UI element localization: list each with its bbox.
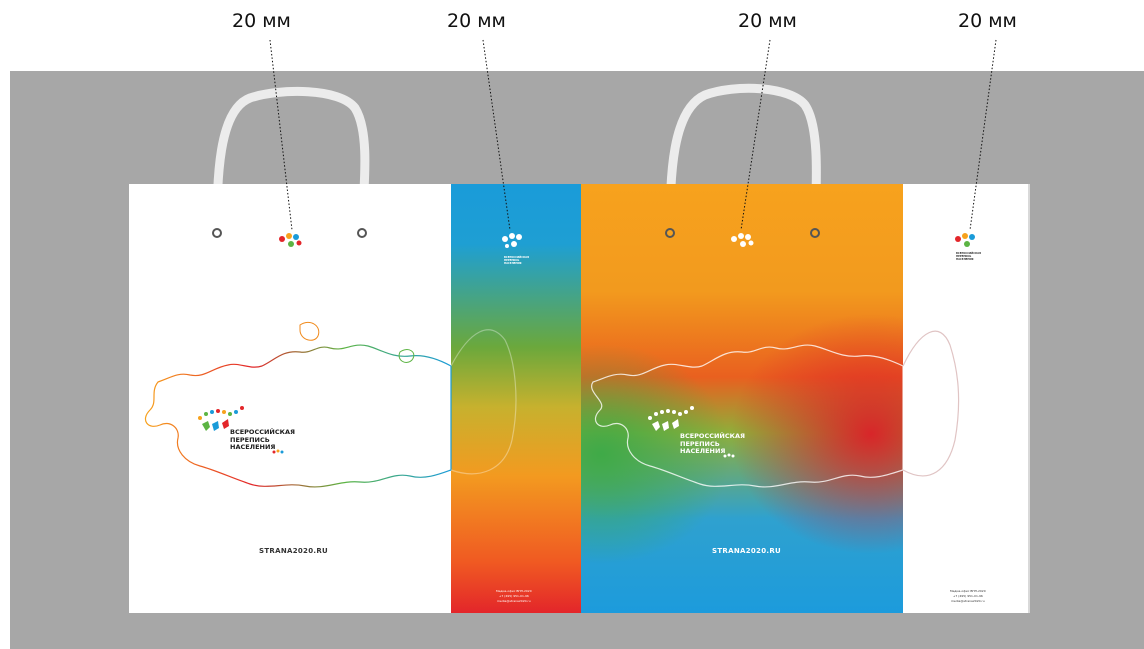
front-top-logo-icon xyxy=(279,233,302,247)
front-site-url: STRANA2020.RU xyxy=(259,547,329,555)
front-logo-title: ВСЕРОССИЙСКАЯ ПЕРЕПИСЬ НАСЕЛЕНИЯ xyxy=(230,428,295,452)
bag-left-gusset: ВСЕРОССИЙСКАЯ ПЕРЕПИСЬ НАСЕЛЕНИЯ Медиа-о… xyxy=(451,184,581,613)
front-map-detail xyxy=(299,321,320,341)
front-handle xyxy=(212,87,370,238)
right-contact-line-2: +7 (495) 951-01-96 xyxy=(952,594,983,598)
back-site-url: STRANA2020.RU xyxy=(712,547,782,555)
back-title-line-1: ВСЕРОССИЙСКАЯ xyxy=(680,432,745,440)
front-census-logo-icon xyxy=(198,406,284,454)
dimension-label-3: 20 мм xyxy=(738,10,797,32)
right-caption-line-1: ВСЕРОССИЙСКАЯ xyxy=(956,252,981,255)
bag-back-panel: ВСЕРОССИЙСКАЯ ПЕРЕПИСЬ НАСЕЛЕНИЯ STRANA2… xyxy=(581,184,903,613)
front-grommet-right xyxy=(357,228,367,238)
back-logo-title: ВСЕРОССИЙСКАЯ ПЕРЕПИСЬ НАСЕЛЕНИЯ xyxy=(680,432,745,456)
left-caption-line-1: ВСЕРОССИЙСКАЯ xyxy=(504,256,529,259)
dimension-leader-lines xyxy=(269,39,997,231)
right-caption-line-3: НАСЕЛЕНИЯ xyxy=(956,258,974,262)
back-census-logo-icon xyxy=(648,406,735,458)
left-gusset-top-logo-icon xyxy=(502,233,522,248)
left-contact-line-2: +7 (495) 951-01-96 xyxy=(498,594,529,598)
left-gusset-mini-caption: ВСЕРОССИЙСКАЯ ПЕРЕПИСЬ НАСЕЛЕНИЯ xyxy=(504,256,529,266)
back-map-outline xyxy=(591,344,904,488)
left-contact-line-3: media@strana2020.ru xyxy=(497,599,531,603)
right-gusset-top-logo-icon xyxy=(955,233,975,247)
left-caption-line-2: ПЕРЕПИСЬ xyxy=(504,259,520,263)
front-map-outline xyxy=(145,344,452,488)
back-grommet-right xyxy=(810,228,820,238)
dimension-label-2: 20 мм xyxy=(447,10,506,32)
right-contact-line-3: media@strana2020.ru xyxy=(951,599,985,603)
dimension-label-1: 20 мм xyxy=(232,10,291,32)
right-caption-line-2: ПЕРЕПИСЬ xyxy=(956,255,972,259)
back-title-line-3: НАСЕЛЕНИЯ xyxy=(680,447,726,455)
bag-front-panel: ВСЕРОССИЙСКАЯ ПЕРЕПИСЬ НАСЕЛЕНИЯ STRANA2… xyxy=(129,184,451,613)
front-title-line-3: НАСЕЛЕНИЯ xyxy=(230,443,276,451)
left-gusset-contacts: Медиа-офис ВПН-2020 +7 (495) 951-01-96 m… xyxy=(496,589,532,604)
dimension-label-4: 20 мм xyxy=(958,10,1017,32)
back-title-line-2: ПЕРЕПИСЬ xyxy=(680,439,720,448)
left-gusset-map xyxy=(450,329,517,475)
front-grommet-left xyxy=(212,228,222,238)
bag-right-gusset: ВСЕРОССИЙСКАЯ ПЕРЕПИСЬ НАСЕЛЕНИЯ Медиа-о… xyxy=(903,184,1030,613)
left-contact-line-1: Медиа-офис ВПН-2020 xyxy=(496,589,532,593)
right-gusset-map xyxy=(902,330,960,477)
right-contact-line-1: Медиа-офис ВПН-2020 xyxy=(950,589,986,593)
back-handle xyxy=(665,83,821,238)
left-caption-line-3: НАСЕЛЕНИЯ xyxy=(504,262,522,266)
front-title-line-1: ВСЕРОССИЙСКАЯ xyxy=(230,428,295,436)
front-title-line-2: ПЕРЕПИСЬ xyxy=(230,435,270,444)
front-map-detail-2 xyxy=(398,349,415,363)
right-gusset-contacts: Медиа-офис ВПН-2020 +7 (495) 951-01-96 m… xyxy=(950,589,986,604)
back-grommet-left xyxy=(665,228,675,238)
right-gusset-mini-caption: ВСЕРОССИЙСКАЯ ПЕРЕПИСЬ НАСЕЛЕНИЯ xyxy=(956,252,981,262)
back-top-logo-icon xyxy=(731,233,754,247)
